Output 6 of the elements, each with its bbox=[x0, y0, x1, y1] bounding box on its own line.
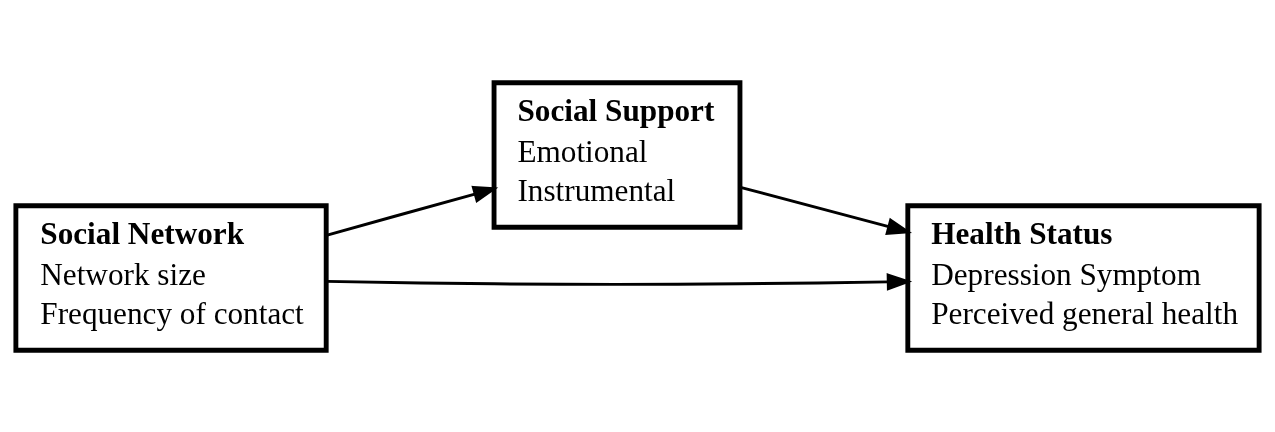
arrow bbox=[325, 185, 499, 237]
arrow bbox=[326, 272, 913, 291]
node-box: Health Status Depression Symptom Perceived general health bbox=[905, 202, 1262, 353]
node-box: Social Support Emotional Instrumental bbox=[491, 79, 743, 230]
arrow bbox=[740, 185, 913, 235]
node-box: Social Network Network size Frequency of contact bbox=[13, 202, 329, 353]
